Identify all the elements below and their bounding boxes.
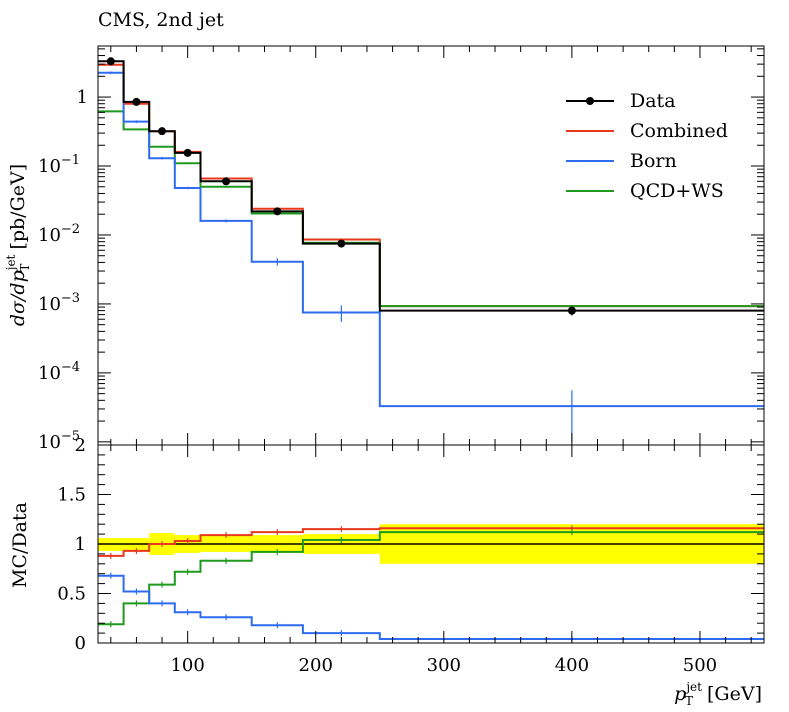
data-point [106,57,115,66]
data-point [183,148,192,157]
legend-label: QCD+WS [630,180,724,202]
legend-label: Combined [630,120,728,142]
y-tick-label-base: 10 [38,156,61,177]
y-tick-label-exponent: −4 [61,360,80,375]
y-tick-label: 10−4 [38,360,80,384]
ratio-y-tick-label: 1 [75,534,86,555]
ratio-y-tick-label: 0 [75,633,86,654]
x-axis-title-text: p [674,683,686,705]
ratio-uncertainty-band [98,524,764,564]
y-tick-label-exponent: −3 [61,291,80,306]
y-axis-title-text: dσ/dp [7,270,29,326]
data-point [273,207,282,216]
ratio-series-born-line [98,574,764,640]
legend-label: Born [630,150,677,172]
legend-label: Data [630,90,676,112]
y-tick-label: 10−5 [38,429,80,453]
series-lines [98,57,764,643]
y-tick-label-base: 10 [38,294,61,315]
ratio-y-tick-label: 2 [75,435,86,456]
data-point [337,239,346,248]
y-tick-label: 10−1 [38,153,80,177]
y-tick-label-base: 10 [38,363,61,384]
y-tick-label-exponent: −1 [61,153,80,168]
y-tick-label-exponent: −2 [61,222,80,237]
x-tick-label: 100 [170,655,204,676]
y-tick-label-exponent: −5 [61,429,80,444]
y-axis-title-unit: [pb/GeV] [7,164,29,256]
x-axis-title-subscript: T [685,694,693,708]
y-axis-title-superscript: jet [4,254,18,272]
x-tick-label: 400 [555,655,589,676]
data-point [132,97,141,106]
y-tick-label: 10−2 [38,222,80,246]
y-axis-title: dσ/dpjetT [pb/GeV] [4,164,32,326]
data-point [567,306,576,315]
data-point [158,127,167,136]
x-axis-title-unit: [GeV] [701,683,762,705]
y-tick-label: 1 [77,87,88,108]
axis-ticks [98,46,764,644]
legend-data-marker [586,97,594,105]
x-tick-label: 500 [683,655,717,676]
ratio-y-axis-title: MC/Data [9,502,31,588]
y-tick-label: 10−3 [38,291,80,315]
ratio-y-tick-label: 0.5 [57,584,86,605]
x-axis-title-superscript: jet [684,680,702,694]
x-tick-label: 200 [299,655,333,676]
y-tick-label-base: 10 [38,432,61,453]
x-tick-label: 300 [427,655,461,676]
ratio-y-tick-label: 1.5 [57,485,86,506]
data-point [222,177,231,186]
y-tick-label-base: 10 [38,225,61,246]
y-axis-title-subscript: T [18,264,32,272]
chart-title: CMS, 2nd jet [98,9,224,31]
